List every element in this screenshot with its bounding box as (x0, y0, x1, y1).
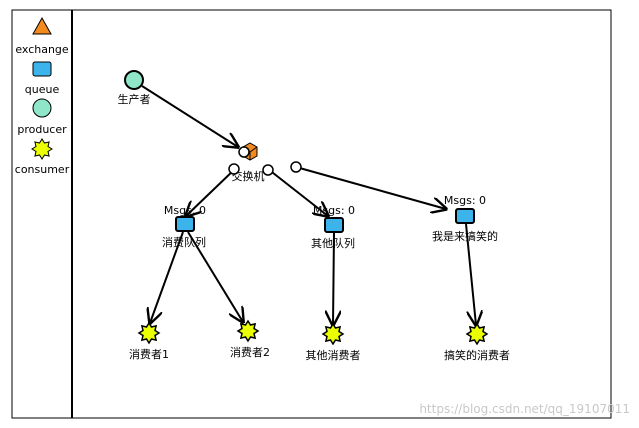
queue2-msgs: Msgs: 0 (313, 204, 355, 217)
watermark-text: https://blog.csdn.net/qq_19107011 (419, 402, 630, 416)
queue1-node[interactable] (175, 216, 195, 232)
consumer-legend-label: consumer (15, 163, 70, 176)
edge-queue1-consumer1 (150, 231, 184, 323)
queue2-label: 其他队列 (311, 236, 355, 250)
exchange-legend-label: exchange (15, 43, 69, 56)
queue-legend-label: queue (25, 83, 60, 96)
edge-queue3-consumer4 (465, 223, 476, 325)
consumer3-node[interactable] (321, 322, 345, 346)
consumer2-node[interactable] (236, 319, 260, 343)
binding-port[interactable] (238, 146, 250, 158)
diagram-panel (71, 9, 612, 419)
edge-queue2-consumer3 (333, 231, 334, 325)
producer-legend-label: producer (17, 123, 67, 136)
producer-legend-icon (32, 98, 52, 118)
binding-port[interactable] (262, 164, 274, 176)
exchange-legend-icon (32, 16, 52, 35)
binding-port[interactable] (290, 161, 302, 173)
edge-exchange-queue3 (295, 166, 446, 209)
edge-exchange-queue2 (267, 168, 328, 216)
consumer1-label: 消费者1 (129, 347, 169, 361)
queue3-node[interactable] (455, 208, 475, 224)
exchange-node-edge (249, 146, 258, 153)
exchange-label: 交换机 (232, 169, 265, 183)
queue-legend-icon (32, 61, 52, 77)
consumer4-label: 搞笑的消费者 (444, 348, 510, 362)
binding-port[interactable] (228, 163, 240, 175)
queue2-node[interactable] (324, 217, 344, 233)
consumer1-node[interactable] (137, 321, 161, 345)
producer-label: 生产者 (118, 92, 151, 106)
legend-panel (11, 9, 73, 419)
edge-exchange-queue1 (186, 167, 237, 216)
consumer-legend-icon (31, 138, 53, 160)
queue3-msgs: Msgs: 0 (444, 194, 486, 207)
queue3-label: 我是来搞笑的 (432, 229, 498, 243)
consumer3-label: 其他消费者 (306, 348, 361, 362)
consumer4-node[interactable] (465, 322, 489, 346)
producer-node[interactable] (124, 70, 144, 90)
queue1-label: 消费队列 (162, 235, 206, 249)
queue1-msgs: Msgs: 0 (164, 204, 206, 217)
consumer2-label: 消费者2 (230, 345, 270, 359)
edge-queue1-consumer2 (187, 231, 243, 322)
edge-producer-exchange (141, 85, 238, 147)
